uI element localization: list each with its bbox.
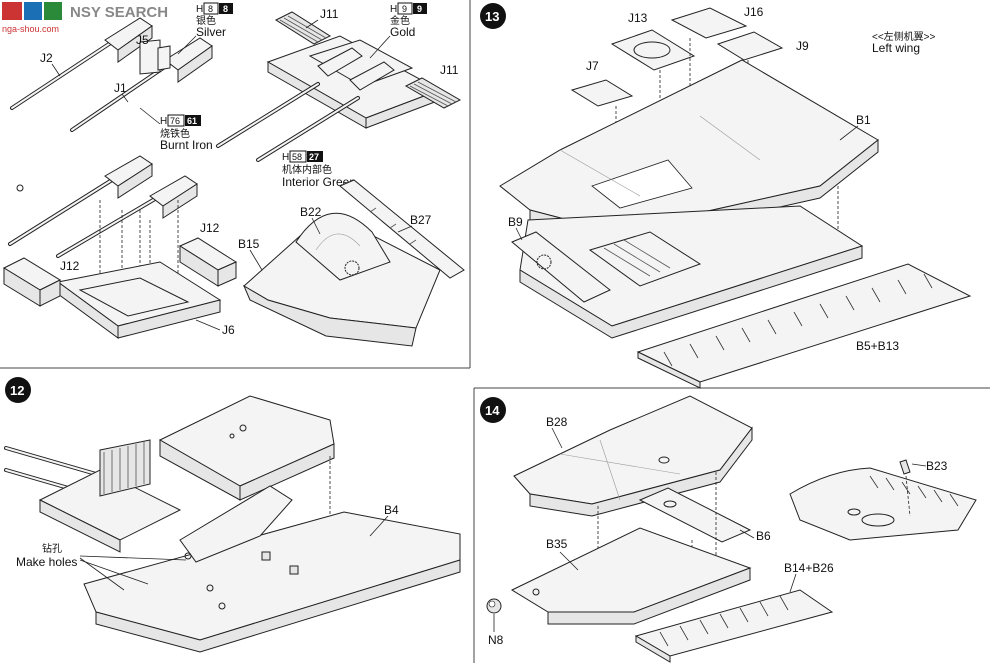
part-b14-b26-flap [634,589,834,663]
svg-text:9: 9 [402,4,407,14]
part-b4-wing-floor [83,485,461,653]
svg-text:机体内部色: 机体内部色 [282,163,332,176]
step12-gun-assembly [4,439,182,553]
paint-silver: H 8 8 银色 Silver [196,2,233,39]
step12-upper-fairing [158,395,335,501]
label-j12-left: J12 [60,259,80,273]
part-j9-panel [716,31,784,61]
label-b27: B27 [410,213,432,227]
part-j7-panel [570,79,634,107]
part-j16-panel [670,7,748,39]
svg-text:H: H [390,4,397,15]
svg-text:H: H [282,152,289,163]
label-j5: J5 [136,33,149,47]
twin-gun-assembly [216,35,442,162]
label-b22: B22 [300,205,322,219]
step-13-panel: 13 <<左侧机翼>> Left wing J13 J16 J9 J7 [480,3,972,389]
step-14-number: 14 [485,403,500,418]
step-12-number: 12 [10,383,24,398]
label-b9: B9 [508,215,523,229]
label-j16: J16 [744,5,764,19]
left-wing-note-en: Left wing [872,41,920,55]
svg-text:8: 8 [208,4,213,14]
label-j11-right: J11 [440,63,459,77]
part-b27-side-rail [339,179,465,279]
watermark-text: NSY SEARCH [70,4,168,21]
svg-text:Interior Green: Interior Green [282,175,356,189]
upper-gun-pair [10,17,213,132]
label-j13: J13 [628,11,648,25]
label-b6: B6 [756,529,771,543]
part-b9-rib [511,231,611,303]
label-j12-right: J12 [200,221,220,235]
left-wing-note-cn: <<左侧机翼>> [872,30,936,43]
svg-text:H: H [196,4,203,15]
svg-text:9: 9 [417,4,422,14]
lower-gun-pair [8,155,198,258]
part-b35-wing-lower [510,527,752,625]
label-n8: N8 [488,633,504,647]
make-holes-callout: 钻孔 Make holes [16,542,187,591]
watermark-url: nga-shou.com [2,24,59,34]
label-j6: J6 [222,323,235,337]
part-b28-wing-top [513,395,753,517]
svg-text:Silver: Silver [196,25,226,39]
panel-top-left: J2 J1 J5 H 8 8 银色 Silver H 76 61 烧铁色 Bur… [2,2,465,347]
label-b28: B28 [546,415,568,429]
part-j12-right [178,237,238,287]
step13-lower-wing [519,205,864,339]
paint-burnt-iron: H 76 61 烧铁色 Burnt Iron [160,114,213,152]
watermark-logo: NSY SEARCH nga-shou.com [2,2,168,34]
svg-text:27: 27 [309,152,319,162]
label-b15: B15 [238,237,260,251]
part-j12-left [2,257,62,307]
svg-text:76: 76 [170,116,180,126]
label-j1: J1 [114,81,127,95]
part-j13-panel [610,29,696,71]
part-j6-mount [56,261,222,339]
paint-gold: H 9 9 金色 Gold [390,2,427,39]
label-b1: B1 [856,113,871,127]
svg-text:Gold: Gold [390,25,415,39]
part-j11-ammo-right [404,77,462,109]
part-b5-b13-flap [636,263,972,389]
label-j11-top: J11 [320,7,339,21]
step-13-number: 13 [485,9,499,24]
step-14-panel: 14 B28 B6 B35 N8 [480,395,977,663]
svg-text:61: 61 [187,116,197,126]
label-b14-b26: B14+B26 [784,561,834,575]
label-j2: J2 [40,51,53,65]
svg-text:钻孔: 钻孔 [42,542,62,555]
part-n8-light [486,598,502,614]
label-b35: B35 [546,537,568,551]
part-b6-rib [638,487,752,543]
svg-text:Make holes: Make holes [16,555,77,569]
label-j7: J7 [586,59,599,73]
step14-wing-detail [789,459,977,541]
svg-text:H: H [160,116,167,127]
part-b15-cockpit-floor [242,212,441,347]
label-j9: J9 [796,39,809,53]
paint-interior-green: H 58 27 机体内部色 Interior Green [282,150,356,189]
svg-text:8: 8 [223,4,228,14]
label-b23: B23 [926,459,948,473]
step-12-panel: 12 [4,377,461,653]
svg-text:银色: 银色 [196,14,216,27]
svg-text:烧铁色: 烧铁色 [160,127,190,140]
svg-text:Burnt Iron: Burnt Iron [160,138,213,152]
label-b5-b13: B5+B13 [856,339,899,353]
label-b4: B4 [384,503,399,517]
svg-text:金色: 金色 [390,14,410,27]
svg-text:58: 58 [292,152,302,162]
